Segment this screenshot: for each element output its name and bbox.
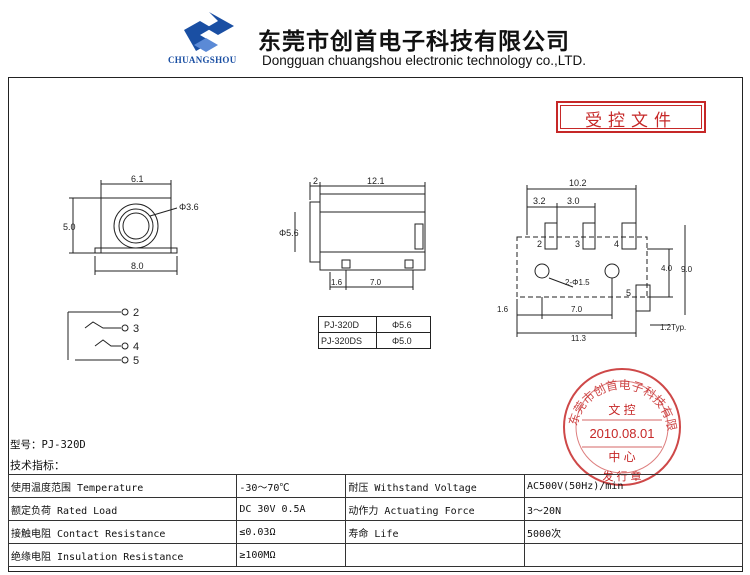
front-base-label: 8.0 bbox=[131, 261, 144, 271]
footprint-offset-label: 1.6 bbox=[497, 305, 509, 314]
spec-label: 绝缘电阻 Insulation Resistance bbox=[7, 543, 238, 567]
side-pitch-b-label: 7.0 bbox=[370, 278, 382, 287]
table-row: 绝缘电阻 Insulation Resistance ≥100MΩ bbox=[7, 543, 743, 567]
controlled-document-label: 受控文件 bbox=[585, 111, 677, 131]
spec-value: AC500V(50Hz)/min bbox=[524, 474, 743, 498]
spec-value: DC 30V 0.5A bbox=[236, 497, 347, 521]
footprint-width-label: 10.2 bbox=[569, 178, 587, 188]
spec-label: 寿命 Life bbox=[345, 520, 526, 544]
footprint-pad-5: 5 bbox=[626, 288, 631, 298]
seal-line1: 文 控 bbox=[608, 402, 635, 417]
table-row: 使用温度范围 Temperature -30～70℃ 耐压 Withstand … bbox=[7, 474, 743, 498]
spec-table: 使用温度范围 Temperature -30～70℃ 耐压 Withstand … bbox=[7, 474, 743, 567]
pin-schematic: 2 3 4 5 bbox=[67, 307, 139, 367]
footprint-hole-note: 2-Φ1.5 bbox=[565, 278, 590, 287]
spec-value: 3～20N bbox=[524, 497, 743, 521]
drawing-frame bbox=[8, 77, 743, 572]
front-view-drawing: 6.1 5.0 Φ3.6 8.0 bbox=[63, 174, 199, 275]
model-variant-diameter: Φ5.6 bbox=[392, 320, 412, 330]
side-lead-label: 2 bbox=[313, 176, 318, 186]
footprint-pad-b-label: 3.0 bbox=[567, 196, 580, 206]
side-pitch-a-label: 1.6 bbox=[331, 278, 343, 287]
model-variant-diameter: Φ5.0 bbox=[392, 336, 412, 346]
spec-value: ≤0.03Ω bbox=[236, 520, 347, 544]
table-row: 接触电阻 Contact Resistance ≤0.03Ω 寿命 Life 5… bbox=[7, 520, 743, 544]
company-name-en: Dongguan chuangshou electronic technolog… bbox=[262, 53, 586, 68]
spec-label: 耐压 Withstand Voltage bbox=[345, 474, 526, 498]
footprint-typ-label: 1.2Typ. bbox=[660, 323, 686, 332]
schematic-pin-5: 5 bbox=[133, 355, 139, 367]
seal-ring-text: 东莞市创首电子科技有限公司 bbox=[560, 365, 679, 432]
seal-line3: 中 心 bbox=[608, 449, 635, 464]
spec-value: ≥100MΩ bbox=[236, 543, 347, 567]
spec-label bbox=[345, 543, 526, 567]
spec-label: 额定负荷 Rated Load bbox=[7, 497, 238, 521]
model-variant-name: PJ-320DS bbox=[321, 336, 362, 346]
spec-value: 5000次 bbox=[524, 520, 743, 544]
front-width-label: 6.1 bbox=[131, 174, 144, 184]
footprint-pad-3: 3 bbox=[575, 239, 580, 249]
schematic-pin-4: 4 bbox=[133, 341, 139, 353]
model-number: 型号：PJ-320D bbox=[10, 439, 86, 451]
spec-value: -30～70℃ bbox=[236, 474, 347, 498]
front-hole-label: Φ3.6 bbox=[179, 202, 199, 212]
footprint-pitch-label: 7.0 bbox=[571, 305, 583, 314]
footprint-pad-a-label: 3.2 bbox=[533, 196, 546, 206]
side-diameter-label: Φ5.6 bbox=[279, 228, 299, 238]
spec-heading: 技术指标： bbox=[10, 459, 65, 472]
schematic-pin-3: 3 bbox=[133, 323, 139, 335]
side-length-label: 12.1 bbox=[367, 176, 385, 186]
footprint-pad-2: 2 bbox=[537, 239, 542, 249]
footprint-pad-4: 4 bbox=[614, 239, 619, 249]
company-name-cn: 东莞市创首电子科技有限公司 bbox=[258, 28, 570, 55]
spec-label: 动作力 Actuating Force bbox=[345, 497, 526, 521]
table-row: 额定负荷 Rated Load DC 30V 0.5A 动作力 Actuatin… bbox=[7, 497, 743, 521]
document-control-seal: 东莞市创首电子科技有限公司 文 控 2010.08.01 中 心 发 行 章 bbox=[560, 365, 681, 486]
spec-label: 接触电阻 Contact Resistance bbox=[7, 520, 238, 544]
footprint-total-label: 11.3 bbox=[571, 334, 587, 343]
pcb-footprint-drawing: 10.2 3.2 3.0 2 3 4 5 2-Φ1.5 4.0 9.0 1.6 … bbox=[497, 178, 693, 343]
model-variant-table: PJ-320D Φ5.6 PJ-320DS Φ5.0 bbox=[318, 316, 431, 349]
spec-value bbox=[524, 543, 743, 567]
footprint-height-a-label: 4.0 bbox=[661, 264, 673, 273]
controlled-document-stamp: 受控文件 bbox=[556, 101, 706, 133]
side-view-drawing: 2 12.1 Φ5.6 1.6 7.0 bbox=[279, 176, 426, 290]
front-height-label: 5.0 bbox=[63, 222, 76, 232]
spec-label: 使用温度范围 Temperature bbox=[7, 474, 238, 498]
schematic-pin-2: 2 bbox=[133, 307, 139, 319]
company-logo bbox=[184, 12, 234, 52]
logo-wordmark: CHUANGSHOU bbox=[168, 55, 237, 65]
seal-date: 2010.08.01 bbox=[589, 426, 654, 441]
model-variant-name: PJ-320D bbox=[324, 320, 360, 330]
footprint-height-b-label: 9.0 bbox=[681, 265, 693, 274]
